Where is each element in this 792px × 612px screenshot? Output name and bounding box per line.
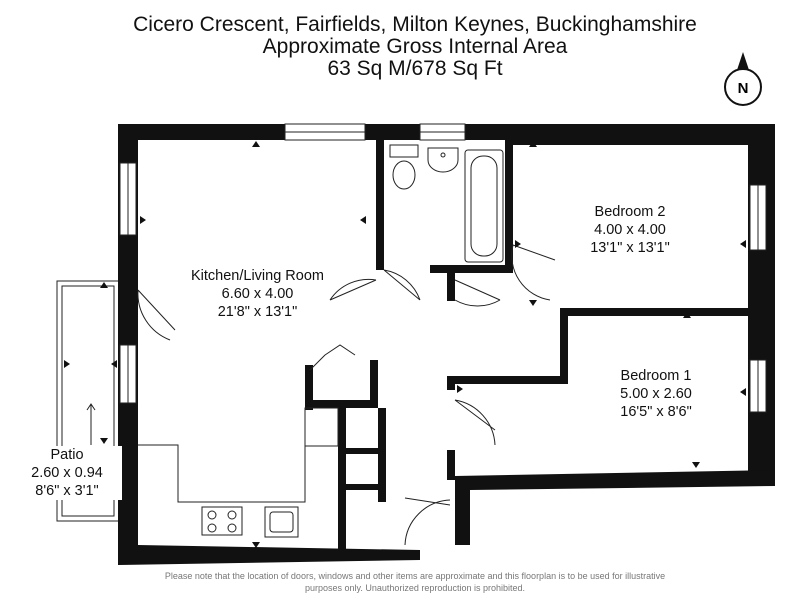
room-label-bedroom-2: Bedroom 2 4.00 x 4.00 13'1" x 13'1" xyxy=(560,203,700,257)
room-metric: 4.00 x 4.00 xyxy=(594,222,666,238)
disclaimer-line-1: Please note that the location of doors, … xyxy=(164,571,666,581)
room-metric: 2.60 x 0.94 xyxy=(31,465,103,481)
room-label-patio: Patio 2.60 x 0.94 8'6" x 3'1" xyxy=(12,446,122,500)
interior-walls xyxy=(305,140,748,558)
room-imperial: 8'6" x 3'1" xyxy=(35,483,99,499)
compass-letter: N xyxy=(738,80,749,97)
room-metric: 5.00 x 2.60 xyxy=(620,386,692,402)
area-label: Approximate Gross Internal Area xyxy=(262,35,568,58)
plan-header: Cicero Crescent, Fairfields, Milton Keyn… xyxy=(0,14,792,80)
kitchen-counter xyxy=(138,407,339,538)
room-metric: 6.60 x 4.00 xyxy=(221,286,294,302)
room-name: Patio xyxy=(50,447,84,463)
room-name: Bedroom 2 xyxy=(594,204,666,220)
room-name: Kitchen/Living Room xyxy=(191,268,324,284)
area-value: 63 Sq M/678 Sq Ft xyxy=(327,57,503,80)
dimension-markers xyxy=(64,141,746,548)
compass-icon: N xyxy=(724,52,762,106)
outer-walls xyxy=(118,124,775,565)
room-name: Bedroom 1 xyxy=(620,368,692,384)
room-label-bedroom-1: Bedroom 1 5.00 x 2.60 16'5" x 8'6" xyxy=(586,367,726,421)
room-imperial: 16'5" x 8'6" xyxy=(620,404,692,420)
room-label-kitchen: Kitchen/Living Room 6.60 x 4.00 21'8" x … xyxy=(160,267,355,321)
windows xyxy=(119,123,767,413)
doors xyxy=(137,244,556,546)
address-title: Cicero Crescent, Fairfields, Milton Keyn… xyxy=(133,13,697,36)
bathroom-fixtures xyxy=(389,144,504,263)
disclaimer-line-2: purposes only. Unauthorized reproduction… xyxy=(305,583,525,593)
room-imperial: 13'1" x 13'1" xyxy=(590,240,670,256)
room-imperial: 21'8" x 13'1" xyxy=(217,304,298,320)
disclaimer: Please note that the location of doors, … xyxy=(120,570,710,594)
